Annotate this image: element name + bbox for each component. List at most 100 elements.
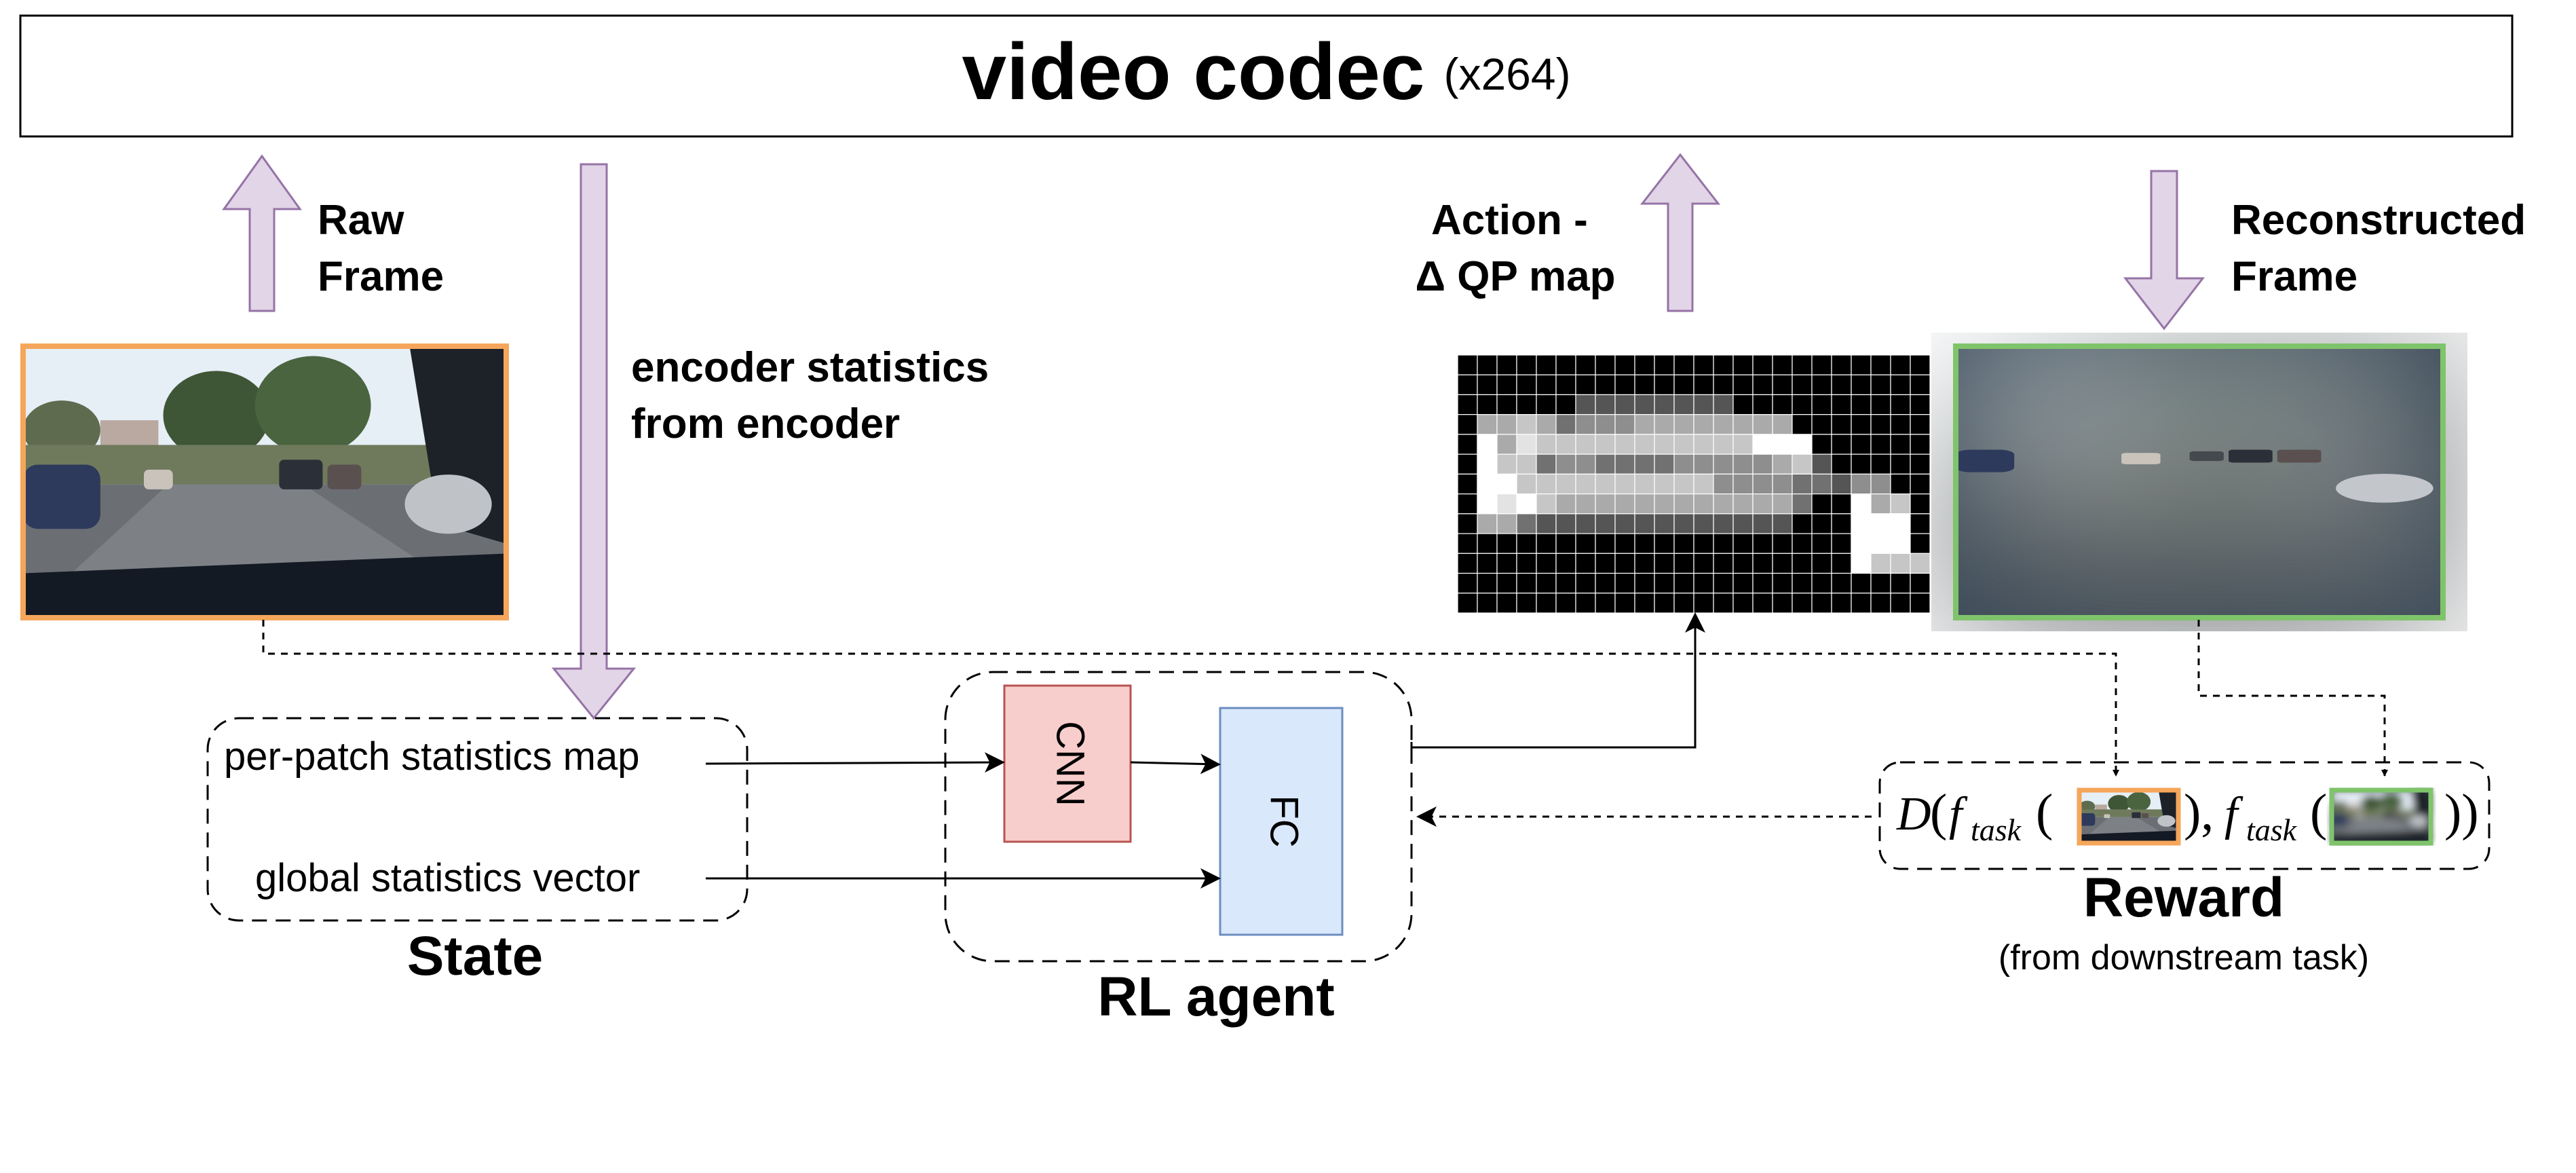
qp-cell: [1634, 513, 1655, 534]
qp-cell: [1457, 394, 1478, 415]
qp-cell: [1772, 473, 1793, 495]
qp-cell: [1595, 354, 1616, 375]
qp-cell: [1477, 553, 1498, 574]
qp-cell: [1772, 593, 1793, 614]
qp-cell: [1536, 394, 1557, 415]
qp-cell: [1890, 414, 1911, 435]
qp-cell: [1811, 354, 1832, 375]
qp-cell: [1910, 533, 1931, 554]
qp-cell: [1477, 494, 1498, 515]
qp-cell: [1575, 434, 1596, 455]
qp-cell: [1555, 494, 1576, 515]
qp-cell: [1693, 414, 1714, 435]
qp-cell: [1614, 473, 1635, 495]
qp-cell: [1792, 494, 1813, 515]
action-up-arrow: [1640, 153, 1721, 312]
qp-cell: [1811, 414, 1832, 435]
qp-cell: [1457, 473, 1478, 495]
qp-cell: [1732, 473, 1754, 495]
qp-cell: [1890, 434, 1911, 455]
cnn-label: CNN: [1048, 721, 1093, 806]
qp-cell: [1634, 473, 1655, 495]
qp-cell: [1536, 572, 1557, 594]
qp-cell: [1811, 533, 1832, 554]
qp-cell: [1693, 533, 1714, 554]
qp-cell: [1654, 593, 1675, 614]
qp-cell: [1595, 593, 1616, 614]
qp-cell: [1772, 374, 1793, 396]
qp-cell: [1831, 453, 1852, 474]
qp-cell: [1693, 394, 1714, 415]
qp-cell: [1614, 374, 1635, 396]
qp-cell: [1851, 593, 1872, 614]
qp-cell: [1496, 453, 1517, 474]
qp-cell: [1752, 593, 1773, 614]
fc-block: FC: [1219, 707, 1344, 936]
raw-frame-label: Raw Frame: [318, 197, 444, 300]
qp-cell: [1890, 394, 1911, 415]
qp-cell: [1693, 494, 1714, 515]
qp-cell: [1595, 473, 1616, 495]
qp-cell: [1614, 354, 1635, 375]
qp-cell: [1752, 494, 1773, 515]
qp-cell: [1614, 533, 1635, 554]
video-codec-box: video codec(x264): [19, 14, 2514, 138]
svg-text:f: f: [2224, 788, 2243, 840]
qp-cell: [1516, 494, 1537, 515]
qp-cell: [1851, 374, 1872, 396]
rl-agent-title: RL agent: [1097, 966, 1334, 1028]
qp-cell: [1870, 354, 1891, 375]
qp-cell: [1910, 473, 1931, 495]
qp-cell: [1752, 473, 1773, 495]
qp-cell: [1654, 414, 1675, 435]
qp-cell: [1654, 572, 1675, 594]
state-title: State: [407, 925, 544, 987]
qp-cell: [1595, 533, 1616, 554]
qp-cell: [1772, 354, 1793, 375]
qp-cell: [1516, 473, 1537, 495]
qp-cell: [1732, 533, 1754, 554]
qp-cell: [1811, 593, 1832, 614]
qp-cell: [1890, 572, 1911, 594]
qp-cell: [1457, 354, 1478, 375]
qp-cell: [1713, 494, 1734, 515]
reconstructed-frame-thumbnail: [2329, 787, 2433, 846]
qp-cell: [1595, 453, 1616, 474]
qp-cell: [1634, 414, 1655, 435]
qp-cell: [1673, 533, 1694, 554]
qp-cell: [1772, 494, 1793, 515]
qp-cell: [1634, 374, 1655, 396]
qp-cell: [1673, 374, 1694, 396]
qp-cell: [1555, 533, 1576, 554]
qp-cell: [1477, 533, 1498, 554]
qp-cell: [1870, 434, 1891, 455]
qp-cell: [1555, 553, 1576, 574]
qp-cell: [1496, 572, 1517, 594]
qp-cell: [1811, 453, 1832, 474]
qp-cell: [1732, 453, 1754, 474]
qp-cell: [1673, 572, 1694, 594]
qp-cell: [1693, 374, 1714, 396]
qp-cell: [1496, 434, 1517, 455]
qp-cell: [1870, 533, 1891, 554]
qp-cell: [1910, 354, 1931, 375]
qp-cell: [1851, 473, 1872, 495]
qp-cell: [1673, 394, 1694, 415]
qp-cell: [1910, 553, 1931, 574]
qp-cell: [1634, 494, 1655, 515]
qp-cell: [1634, 394, 1655, 415]
qp-cell: [1654, 434, 1675, 455]
qp-cell: [1555, 354, 1576, 375]
qp-cell: [1910, 434, 1931, 455]
qp-cell: [1831, 553, 1852, 574]
encoder-stats-label: encoder statistics from encoder: [631, 344, 1000, 447]
qp-cell: [1654, 553, 1675, 574]
qp-cell: [1792, 354, 1813, 375]
state-box: per-patch statistics map global statisti…: [206, 717, 749, 922]
qp-cell: [1732, 553, 1754, 574]
qp-cell: [1870, 494, 1891, 515]
qp-cell: [1575, 394, 1596, 415]
qp-cell: [1811, 394, 1832, 415]
qp-cell: [1457, 513, 1478, 534]
qp-cell: [1831, 533, 1852, 554]
